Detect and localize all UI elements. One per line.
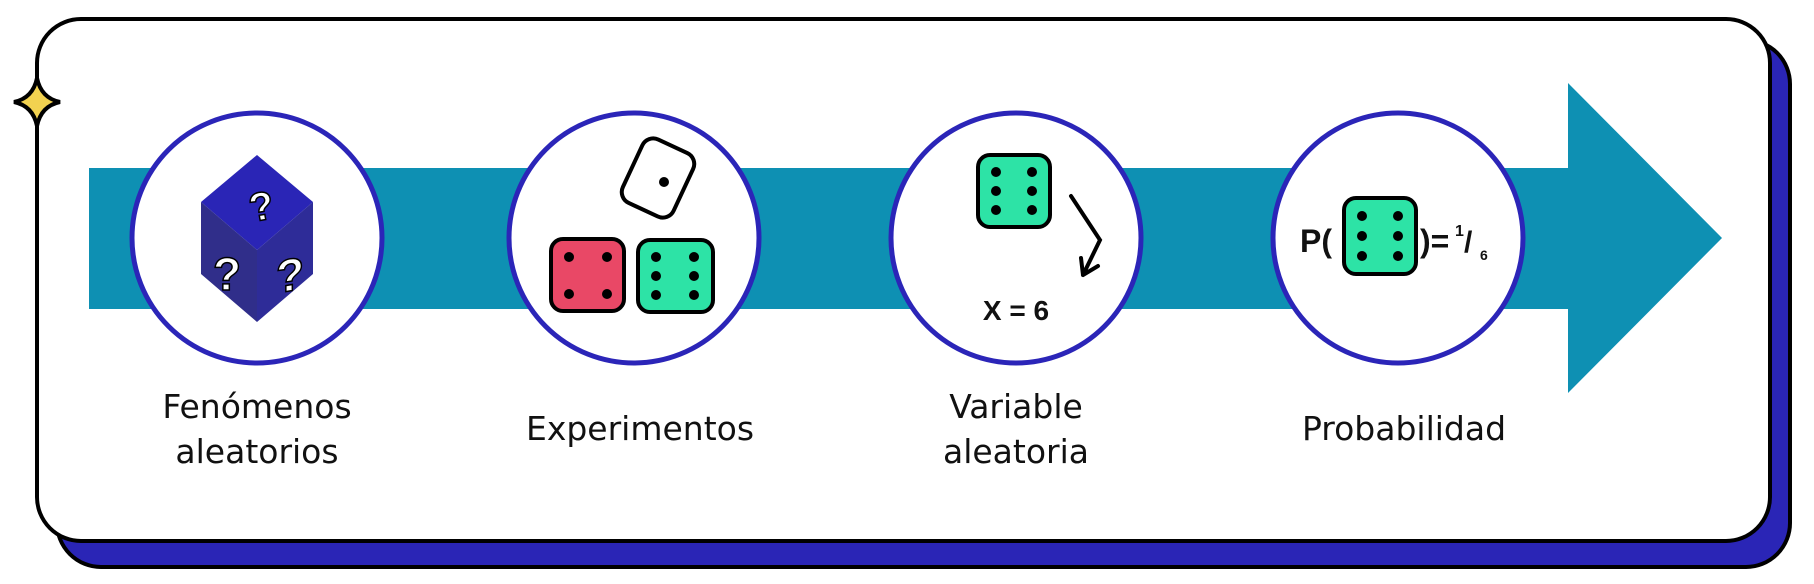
svg-text:?: ?	[213, 248, 241, 300]
mystery-die-icon: ? ? ?	[201, 155, 313, 322]
equation-suffix: )=	[1420, 223, 1449, 259]
dice-roll-icon	[549, 136, 715, 314]
step-probabilidad: P( )= 1 / 6 Probabilidad	[1270, 110, 1526, 448]
step-label-line-1: Probabilidad	[1302, 409, 1506, 448]
step-experimentos: Experimentos	[506, 110, 762, 448]
step-label-line-2: aleatorios	[175, 432, 338, 471]
probability-die-icon	[1342, 196, 1418, 276]
fraction-numerator: 1	[1455, 223, 1464, 240]
step-label-line-2: aleatoria	[943, 432, 1089, 471]
arrow-down-icon	[1069, 194, 1103, 277]
step-circle	[888, 110, 1144, 366]
die-to-value-icon	[976, 153, 1103, 277]
equation-x-equals-6: X = 6	[983, 295, 1049, 326]
step-label-line-1: Fenómenos	[162, 387, 351, 426]
equation-prefix: P(	[1300, 223, 1332, 259]
step-fenomenos-aleatorios: ? ? ? Fenómenos aleatorios	[129, 110, 385, 471]
step-variable-aleatoria: X = 6 Variable aleatoria	[888, 110, 1144, 471]
fraction-slash: /	[1464, 226, 1473, 259]
step-label-line-1: Variable	[949, 387, 1083, 426]
step-circle	[506, 110, 762, 366]
svg-text:?: ?	[276, 247, 304, 304]
step-label-line-1: Experimentos	[526, 409, 754, 448]
fraction-denominator: 6	[1480, 247, 1488, 263]
sparkle-star-icon	[13, 77, 61, 127]
